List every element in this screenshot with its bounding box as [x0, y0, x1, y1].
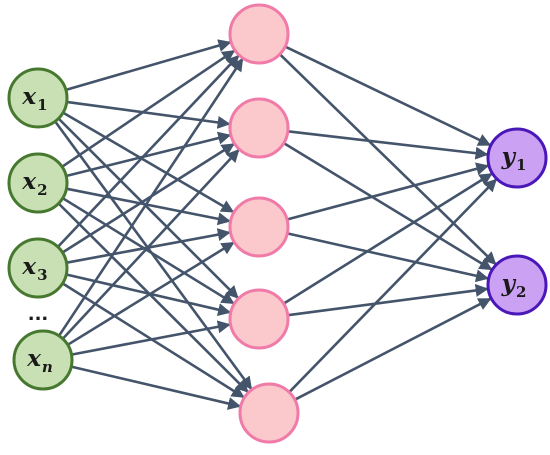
- edge-hidden-5-output-2: [294, 297, 492, 401]
- edge-input-3-hidden-1: [56, 54, 240, 248]
- input-subscript-1: 1: [37, 96, 47, 114]
- input-label-4: xn: [26, 345, 53, 376]
- edge-input-1-hidden-4: [57, 117, 239, 299]
- output-subscript-2: 2: [516, 283, 526, 301]
- hidden-node-5: [238, 382, 300, 444]
- input-label-1: x1: [21, 83, 47, 114]
- input-subscript-2: 2: [37, 181, 47, 199]
- edge-input-4-hidden-4: [71, 320, 231, 356]
- edge-hidden-4-output-1: [282, 172, 493, 305]
- input-subscript-3: 3: [37, 266, 47, 284]
- output-label-1: y1: [501, 143, 527, 174]
- input-node-2: [7, 152, 69, 214]
- edge-hidden-1-output-1: [284, 45, 492, 147]
- input-label-2: x2: [21, 168, 47, 199]
- input-node-4: [12, 329, 74, 391]
- output-node-2: [486, 254, 548, 316]
- edge-hidden-5-output-1: [288, 178, 498, 394]
- connections: [54, 39, 498, 410]
- edge-input-1-hidden-1: [65, 39, 232, 92]
- edge-input-4-hidden-3: [67, 241, 235, 346]
- edge-hidden-2-output-2: [283, 141, 493, 271]
- edge-input-3-hidden-4: [66, 273, 232, 316]
- hidden-node-2: [228, 97, 290, 159]
- edge-input-3-hidden-2: [61, 143, 235, 254]
- hidden-node-1: [228, 3, 290, 65]
- edge-input-2-hidden-4: [62, 197, 235, 305]
- edge-input-1-hidden-3: [62, 111, 235, 214]
- edge-input-2-hidden-2: [65, 131, 232, 178]
- edge-input-4-hidden-2: [61, 149, 240, 340]
- output-node-1: [486, 127, 548, 189]
- output-subscript-1: 1: [516, 156, 526, 174]
- output-label-2: y2: [501, 270, 527, 301]
- nodes: x1 x2 x3 xn y1 y2: [7, 3, 548, 444]
- edge-hidden-1-output-2: [278, 53, 497, 266]
- edge-input-1-hidden-2: [66, 100, 231, 129]
- input-node-1: [7, 67, 69, 129]
- edge-input-4-hidden-5: [70, 365, 242, 410]
- input-node-3: [7, 237, 69, 299]
- input-subscript-4: n: [42, 358, 53, 376]
- edge-hidden-3-output-1: [286, 162, 490, 221]
- edge-input-2-hidden-1: [61, 49, 236, 168]
- edge-hidden-4-output-2: [287, 283, 489, 317]
- input-ellipsis: ...: [28, 304, 49, 325]
- hidden-node-4: [228, 288, 290, 350]
- edge-hidden-3-output-2: [287, 232, 489, 283]
- edge-hidden-2-output-1: [287, 130, 489, 160]
- edge-input-2-hidden-3: [66, 187, 231, 226]
- input-label-3: x3: [21, 253, 47, 284]
- hidden-node-3: [228, 196, 290, 258]
- edge-input-4-hidden-1: [57, 57, 244, 337]
